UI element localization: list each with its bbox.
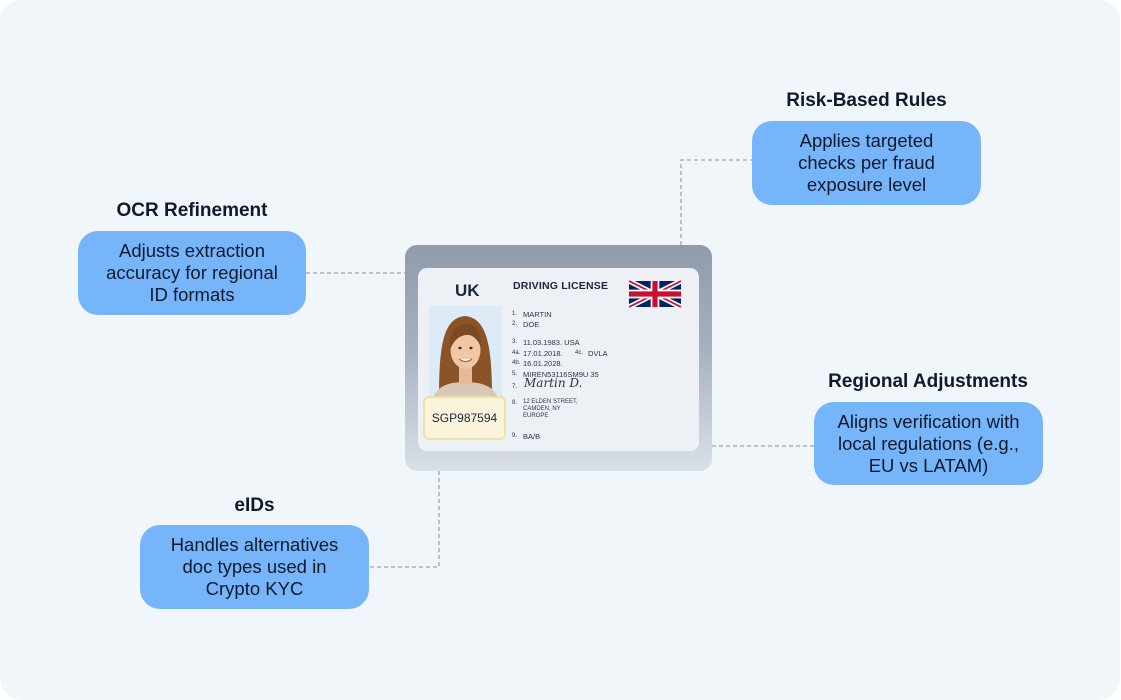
license-title: DRIVING LICENSE [513,280,609,292]
field-5-num: 5. [512,371,518,377]
regional-bubble: Aligns verification with local regulatio… [814,402,1043,485]
field-4c-value: DVLA [588,349,608,358]
eids-bubble: Handles alternatives doc types used in C… [140,525,369,609]
license-photo [429,306,502,398]
regional-heading: Regional Adjustments [828,371,1028,392]
field-7-signature: Martin D. [524,376,583,390]
risk-heading: Risk-Based Rules [786,90,947,111]
field-9-value: BA/B [523,432,541,441]
field-2-num: 2. [512,321,518,327]
field-1-value: MARTIN [523,310,552,319]
field-4a-num: 4a. [512,350,521,356]
connector-risk [680,159,752,245]
field-4b-num: 4b. [512,360,521,366]
field-4a-value: 17.01.2018. [523,349,563,358]
field-8-line-3: EUROPE [523,413,549,419]
field-2-value: DOE [523,320,540,329]
field-4c-num: 4c. [575,350,584,356]
field-8-line-2: CAMDEN, NY [523,406,561,412]
field-8-num: 8. [512,400,518,406]
field-7-num: 7. [512,384,518,390]
eids-heading: eIDs [234,495,275,516]
risk-bubble: Applies targeted checks per fraud exposu… [752,121,981,205]
connector-eids [369,471,440,568]
uk-flag-icon [629,280,681,308]
field-9-num: 9. [512,433,518,439]
license-country: UK [455,281,480,300]
field-8-line-1: 12 ELDEN STREET, [523,399,578,405]
ocr-heading: OCR Refinement [116,200,268,221]
field-3-num: 3. [512,339,518,345]
field-3-value: 11.03.1983. USA [523,338,580,347]
ocr-bubble: Adjusts extraction accuracy for regional… [78,231,306,315]
license-document-number: SGP987594 [423,396,506,440]
field-4b-value: 16.01.2028. [523,359,563,368]
field-1-num: 1. [512,311,518,317]
field-5-value: MIREN53116SM9U 35 [523,370,599,379]
